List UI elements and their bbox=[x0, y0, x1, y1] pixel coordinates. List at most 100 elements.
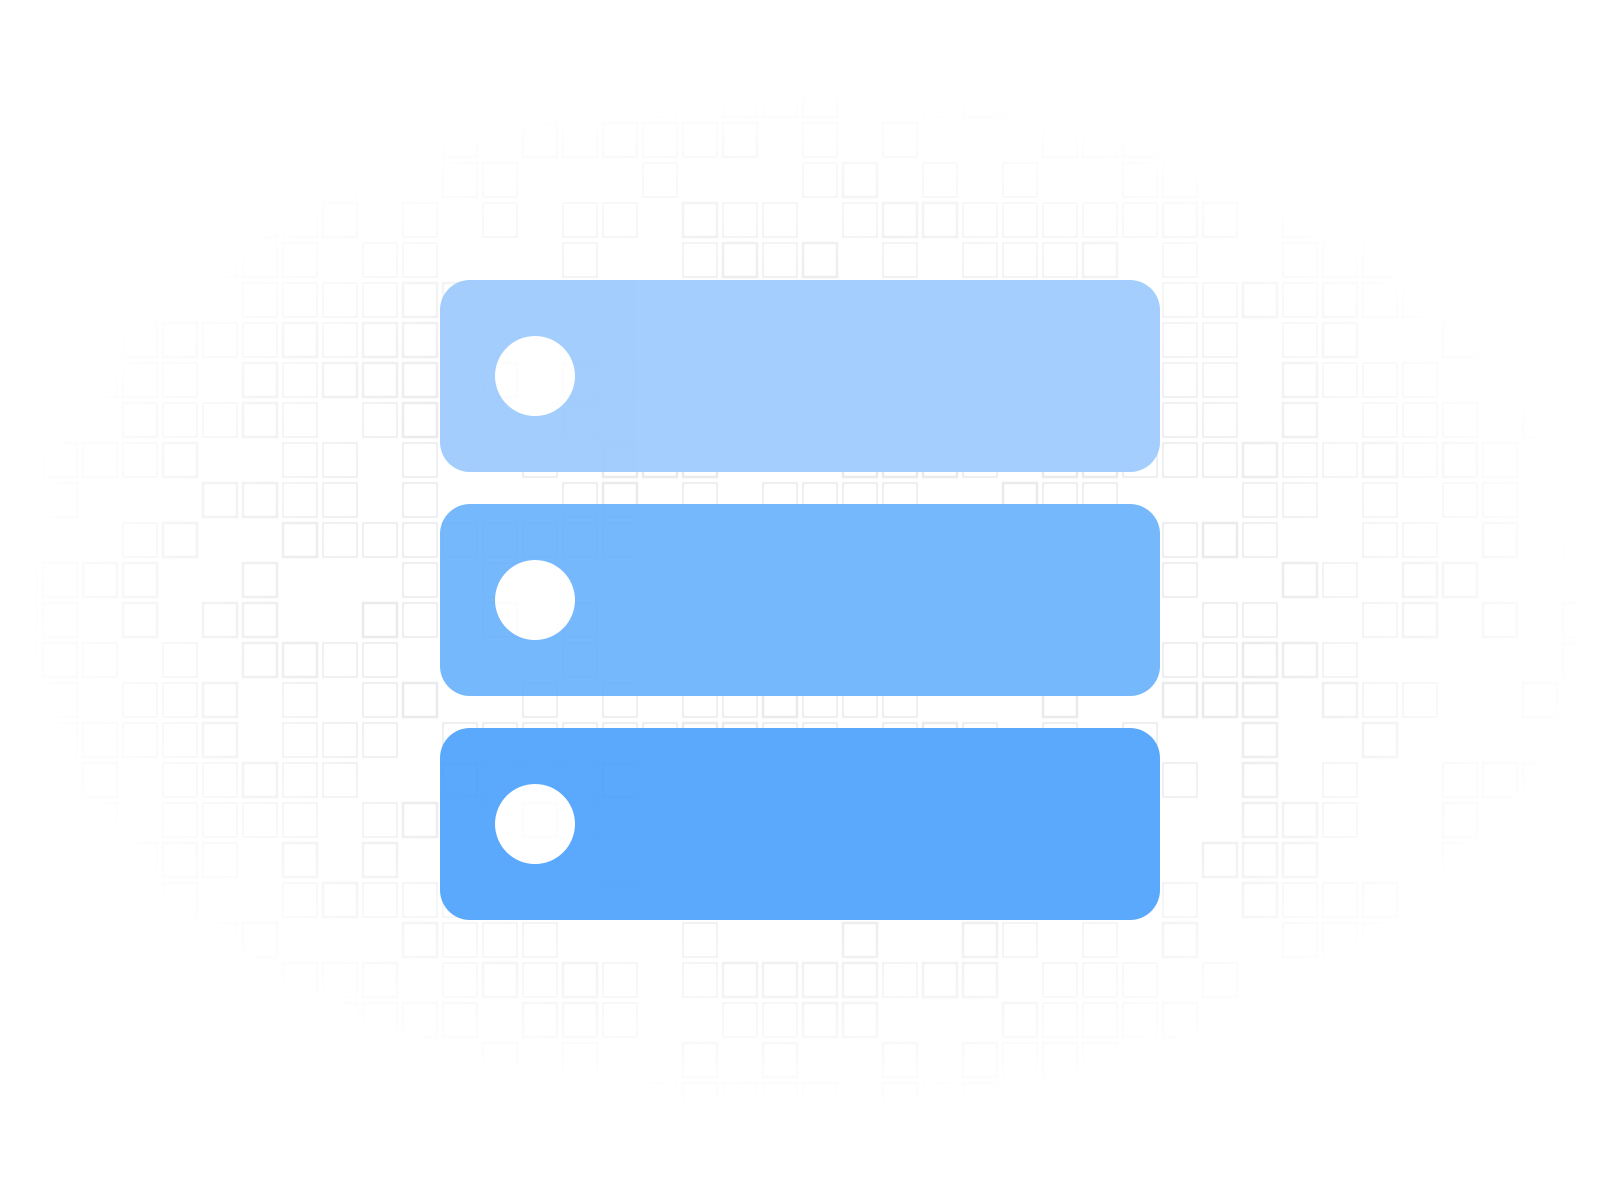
grid-cell bbox=[1042, 242, 1078, 278]
grid-cell bbox=[322, 1042, 358, 1078]
grid-cell bbox=[2, 1122, 38, 1158]
grid-cell bbox=[1282, 282, 1318, 318]
grid-cell bbox=[242, 1002, 278, 1038]
grid-cell bbox=[1321, 681, 1359, 719]
grid-cell bbox=[322, 962, 358, 998]
grid-cell bbox=[642, 162, 678, 198]
grid-cell bbox=[361, 601, 399, 639]
grid-cell bbox=[1402, 442, 1438, 478]
grid-cell bbox=[402, 602, 438, 638]
grid-cell bbox=[282, 762, 318, 798]
grid-cell bbox=[42, 682, 78, 718]
grid-cell bbox=[802, 162, 838, 198]
grid-cell bbox=[361, 841, 399, 879]
grid-cell bbox=[1162, 242, 1198, 278]
grid-cell bbox=[42, 1162, 78, 1198]
grid-cell bbox=[162, 722, 198, 758]
grid-cell bbox=[482, 202, 518, 238]
grid-cell bbox=[1481, 1161, 1519, 1199]
grid-cell bbox=[1241, 681, 1279, 719]
grid-cell bbox=[481, 1041, 519, 1079]
grid-cell bbox=[2, 762, 38, 798]
grid-cell bbox=[1281, 801, 1319, 839]
grid-cell bbox=[1202, 442, 1238, 478]
grid-cell bbox=[81, 1121, 119, 1159]
grid-cell bbox=[282, 402, 318, 438]
grid-cell bbox=[1122, 202, 1158, 238]
grid-cell bbox=[1201, 201, 1239, 239]
grid-cell bbox=[42, 482, 78, 518]
grid-cell bbox=[482, 162, 518, 198]
grid-cell bbox=[242, 322, 278, 358]
grid-cell bbox=[1441, 561, 1479, 599]
grid-cell bbox=[1402, 362, 1438, 398]
grid-cell bbox=[1162, 402, 1198, 438]
grid-cell bbox=[1281, 81, 1319, 119]
grid-cell bbox=[922, 82, 958, 118]
grid-cell bbox=[1042, 42, 1078, 78]
grid-cell bbox=[361, 1001, 399, 1039]
grid-cell bbox=[242, 122, 278, 158]
grid-cell bbox=[601, 1121, 639, 1159]
grid-cell bbox=[82, 442, 118, 478]
grid-cell bbox=[1482, 282, 1518, 318]
grid-cell bbox=[1561, 201, 1599, 239]
grid-cell bbox=[42, 602, 78, 638]
grid-cell bbox=[1362, 402, 1398, 438]
grid-cell bbox=[1522, 202, 1558, 238]
grid-cell bbox=[602, 962, 638, 998]
grid-cell bbox=[362, 282, 398, 318]
grid-cell bbox=[1322, 762, 1358, 798]
grid-cell bbox=[1202, 362, 1238, 398]
grid-cell bbox=[962, 242, 998, 278]
grid-cell bbox=[202, 2, 238, 38]
grid-cell bbox=[562, 1042, 598, 1078]
grid-cell bbox=[322, 522, 358, 558]
grid-cell bbox=[162, 82, 198, 118]
grid-cell bbox=[1522, 1082, 1558, 1118]
grid-cell bbox=[841, 1, 879, 39]
grid-cell bbox=[1321, 281, 1359, 319]
grid-cell bbox=[921, 961, 959, 999]
grid-cell bbox=[162, 642, 198, 678]
grid-cell bbox=[441, 121, 479, 159]
grid-cell bbox=[1162, 442, 1198, 478]
grid-cell bbox=[362, 682, 398, 718]
grid-cell bbox=[961, 1041, 999, 1079]
grid-cell bbox=[801, 961, 839, 999]
grid-cell bbox=[362, 42, 398, 78]
grid-cell bbox=[1122, 162, 1158, 198]
grid-cell bbox=[1121, 1121, 1159, 1159]
grid-cell bbox=[1162, 162, 1198, 198]
grid-cell bbox=[1482, 202, 1518, 238]
grid-cell bbox=[402, 202, 438, 238]
grid-cell bbox=[1521, 401, 1559, 439]
grid-cell bbox=[442, 82, 478, 118]
grid-cell bbox=[642, 122, 678, 158]
grid-cell bbox=[882, 962, 918, 998]
grid-cell bbox=[881, 1041, 919, 1079]
grid-cell bbox=[1282, 1162, 1318, 1198]
grid-cell bbox=[721, 121, 759, 159]
grid-cell bbox=[1201, 841, 1239, 879]
grid-cell bbox=[1322, 1162, 1358, 1198]
grid-cell bbox=[282, 202, 318, 238]
grid-cell bbox=[322, 282, 358, 318]
grid-cell bbox=[81, 841, 119, 879]
grid-cell bbox=[882, 242, 918, 278]
grid-cell bbox=[801, 1001, 839, 1039]
grid-cell bbox=[202, 242, 238, 278]
grid-cell bbox=[1082, 922, 1118, 958]
grid-cell bbox=[1162, 282, 1198, 318]
grid-cell bbox=[1202, 1042, 1238, 1078]
grid-cell bbox=[42, 42, 78, 78]
grid-cell bbox=[162, 682, 198, 718]
grid-cell bbox=[202, 202, 238, 238]
grid-cell bbox=[121, 201, 159, 239]
grid-cell bbox=[162, 802, 198, 838]
grid-cell bbox=[1242, 482, 1278, 518]
grid-cell bbox=[362, 522, 398, 558]
grid-cell bbox=[1322, 1082, 1358, 1118]
grid-cell bbox=[321, 201, 359, 239]
